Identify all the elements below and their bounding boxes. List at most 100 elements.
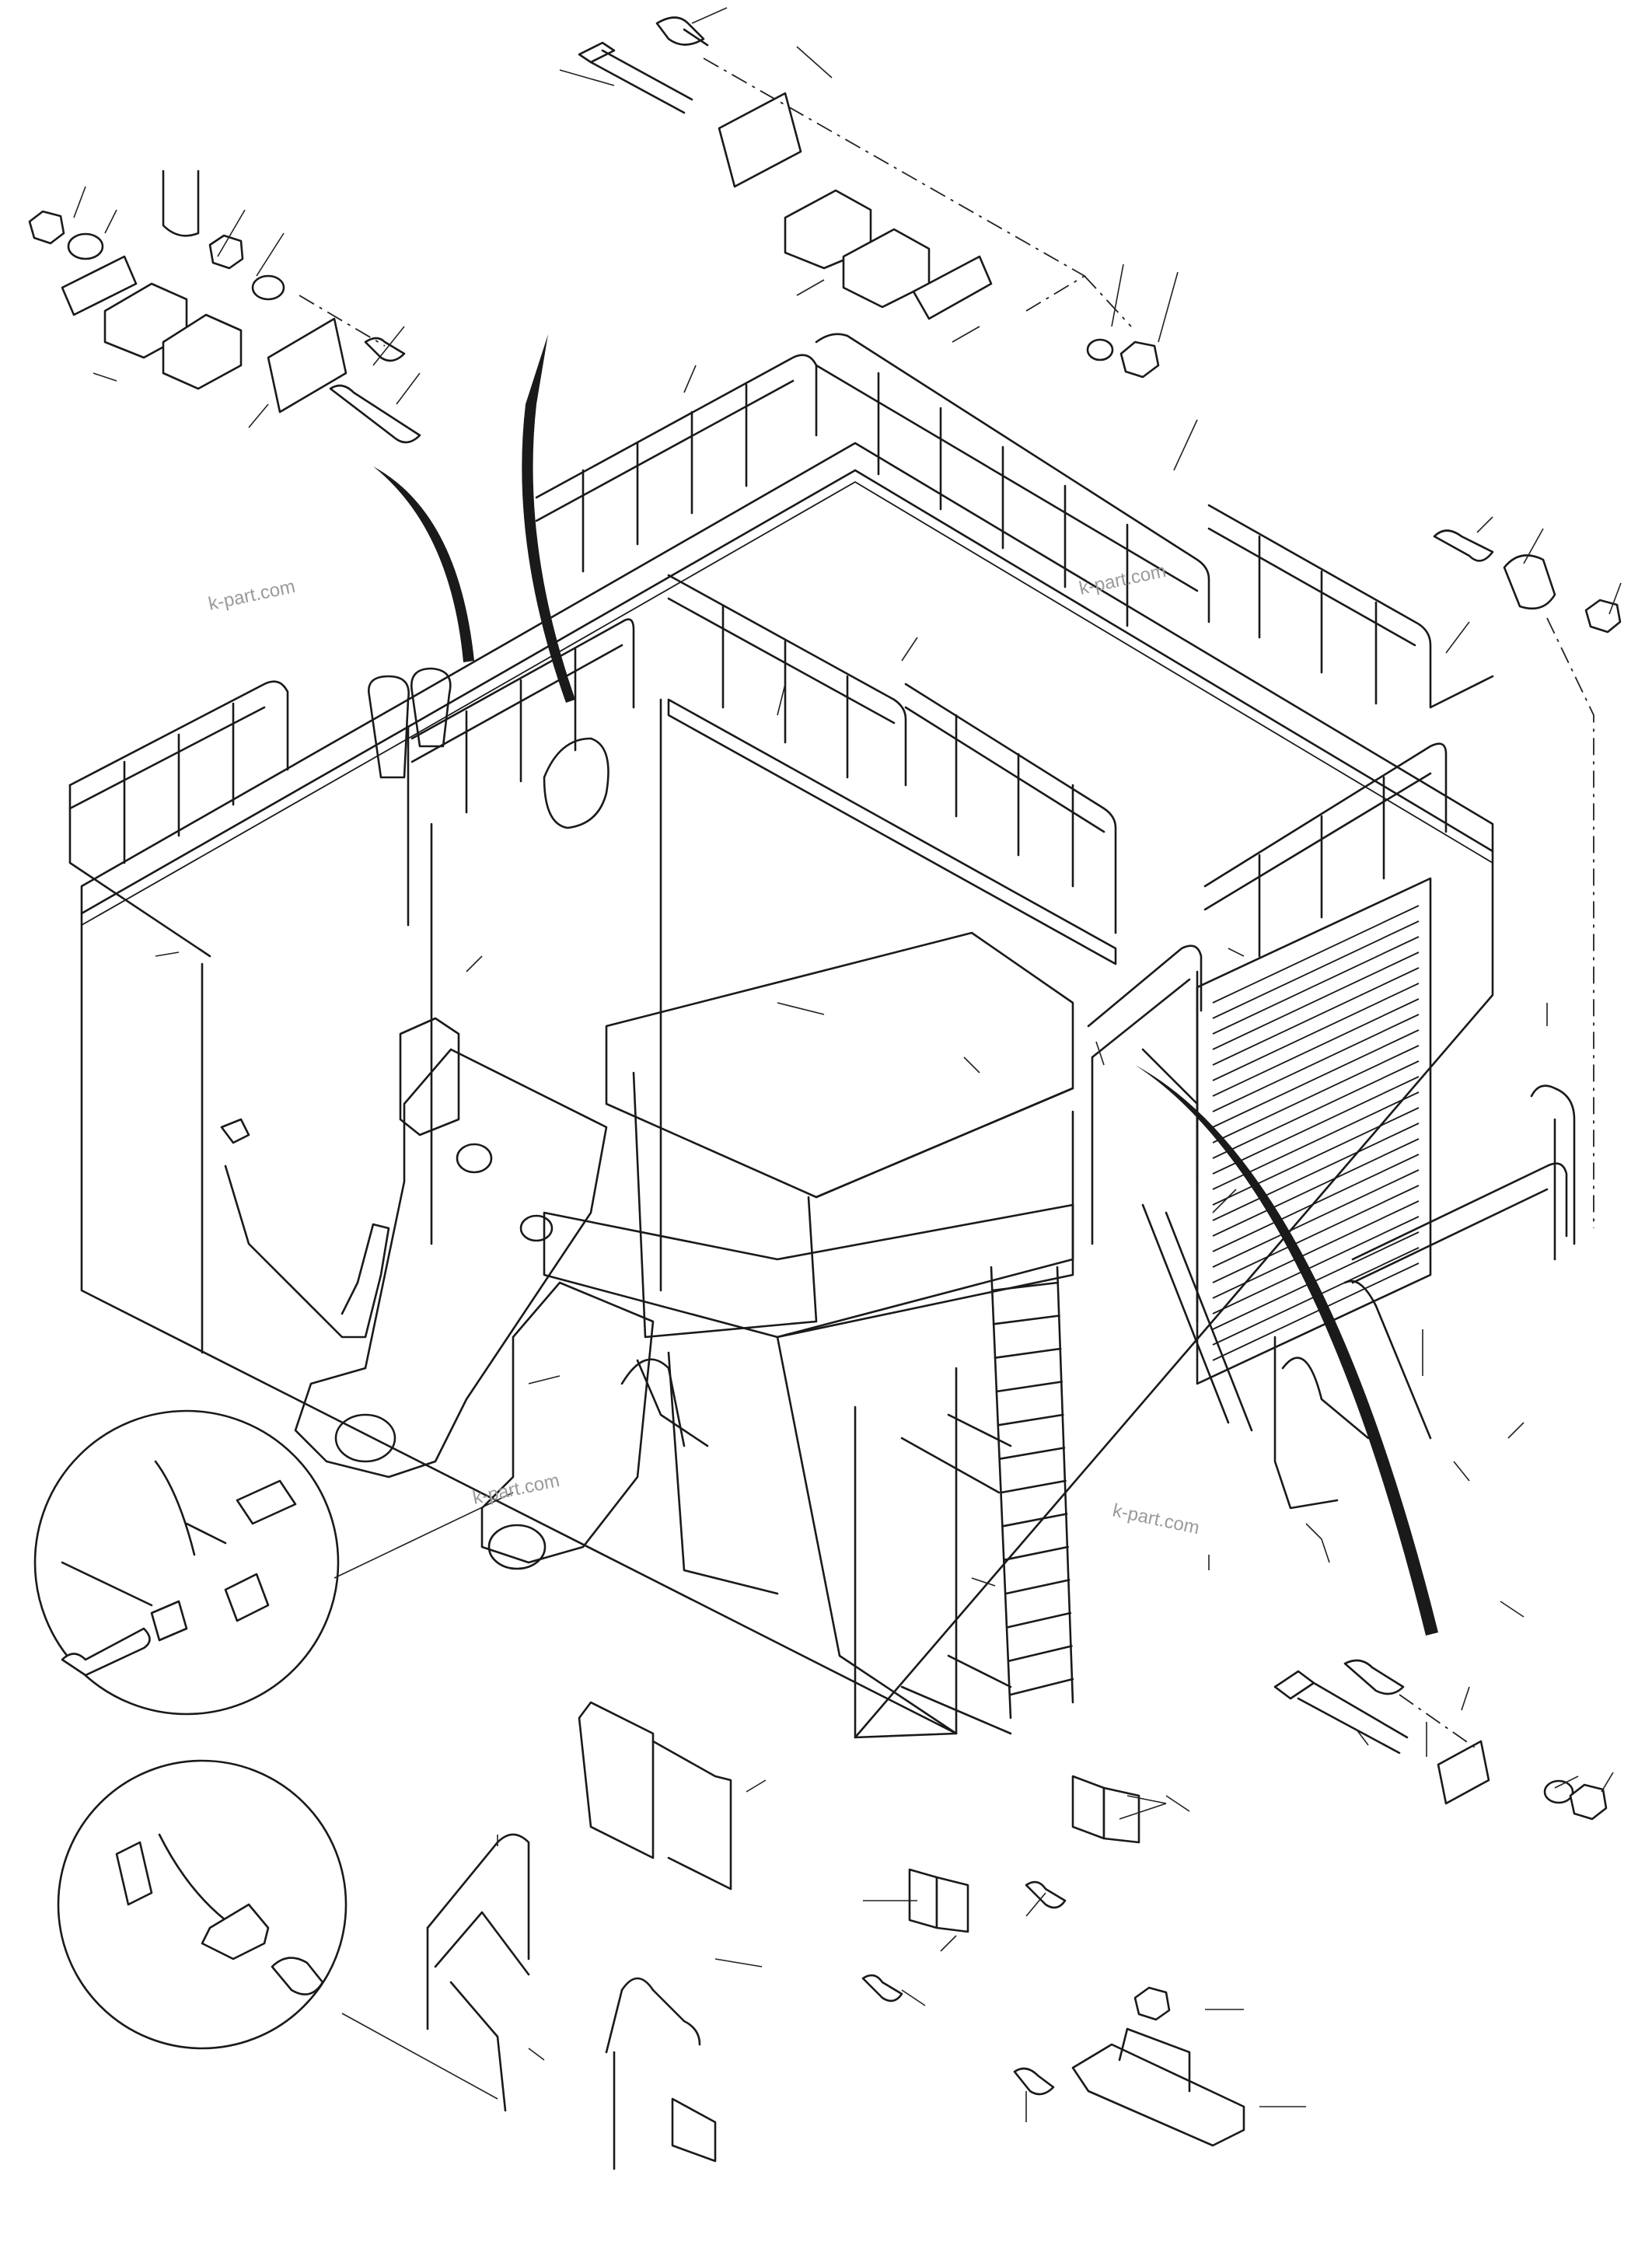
ladder-rung [992,1315,1060,1325]
callout-leader [1523,528,1544,564]
louvre-line [1212,983,1420,1081]
callout-leader [796,46,833,79]
louvre-line [1212,1138,1420,1237]
detail-circle-lower [57,1759,498,2100]
callout-leader [1356,1729,1369,1746]
hinges [861,1775,1140,2002]
callout-leader [901,1989,926,2006]
louvre-line [1212,1169,1420,1268]
louvre-line [1212,1029,1420,1128]
louvre-line [1212,1185,1420,1283]
louvre-line [1212,1200,1420,1299]
callout-leader [1228,948,1245,957]
callout-leader [528,2048,545,2061]
loose-rail-sections [426,1701,732,2170]
callout-leader [777,1002,825,1015]
callout-leader [1119,1803,1167,1820]
watermark: k-part.com [1077,560,1168,599]
watermark-group: k-part.com k-part.com k-part.com k-part.… [207,560,1202,1539]
callout-leader [683,365,697,393]
callout-leader [952,326,980,343]
louvre-line [1212,998,1420,1097]
top-left-fasteners [28,169,421,444]
right-fasteners [1433,529,1622,1228]
louvre-line [1212,905,1420,1004]
ladder-rung [997,1413,1064,1426]
callout-leader [1165,1795,1190,1812]
deck-bracket-strip [368,667,1117,965]
callout-leader [1507,1422,1525,1439]
lower-right-fasteners [1273,1659,1608,1821]
callout-leader [1173,419,1198,471]
superstructure-body [80,442,1494,1739]
louvre-line [1212,920,1420,1019]
ladder-rung [998,1447,1066,1460]
callout-leader [796,279,825,296]
ladder-rung [990,1281,1060,1292]
stairway [1087,944,1432,1510]
ladder-rung [995,1381,1063,1393]
radiator-grille [1196,877,1432,1385]
callout-leader [1321,1538,1330,1563]
top-fasteners [578,16,1160,379]
left-side-rail [220,1118,709,1447]
front-right-handrail [1351,1084,1576,1284]
callout-leader [1445,621,1470,654]
callout-leader [1461,1686,1470,1711]
louvre-line [1212,1060,1420,1159]
callout-leaders [73,7,1622,2122]
callout-leader [1111,264,1124,327]
callout-leader [971,1577,996,1587]
detail-circle-upper [33,1409,514,1716]
callout-leader [1554,1775,1579,1789]
ladder-rung [1003,1545,1069,1561]
center-housing [543,931,1074,1735]
callout-leader [1305,1523,1322,1540]
ladder-rung [1008,1645,1073,1662]
louvre-line [1212,1154,1420,1252]
top-handrails [68,333,1494,958]
ladder-rung [1004,1579,1070,1595]
watermark: k-part.com [207,576,297,615]
louvre-line [1212,1045,1420,1143]
callout-leader [1608,582,1622,615]
lock-bar [1013,1986,1245,2147]
callout-leader [1095,1041,1105,1066]
louvre-line [1212,967,1420,1066]
louvre-line [1212,1014,1420,1112]
callout-leader [963,1056,980,1074]
callout-leader [1126,1795,1167,1804]
callout-leader [396,372,421,405]
callout-leader [777,683,786,716]
boom-foot [294,1017,655,1570]
callout-leader [1158,271,1179,343]
ladder-rung [1006,1611,1072,1629]
ladder-rung [1001,1513,1068,1528]
callout-leader [1601,1772,1614,1793]
louvre-line [1212,1076,1420,1175]
callout-leader [559,69,615,86]
louvre-line [1212,1216,1420,1315]
louvre-line [1212,1123,1420,1221]
callout-leader [1500,1601,1525,1618]
louvre-line [1212,936,1420,1035]
callout-leader [104,209,117,234]
callout-leader [714,1958,763,1967]
ladder-rung [1000,1479,1067,1494]
callout-leader [746,1779,767,1793]
watermark: k-part.com [1111,1500,1201,1538]
callout-leader [466,955,483,972]
callout-leader [528,1375,561,1384]
callout-leader [248,403,269,428]
callout-leader [1476,516,1493,533]
callout-leader [691,7,728,24]
callout-leader [217,209,246,257]
callout-leader [155,951,180,957]
callout-leader [940,1935,957,1952]
direction-arrows [373,334,1438,1636]
callout-leader [1453,1461,1470,1482]
louvre-line [1212,1107,1420,1206]
ladder-rung [994,1347,1062,1359]
watermark: k-part.com [471,1470,561,1509]
